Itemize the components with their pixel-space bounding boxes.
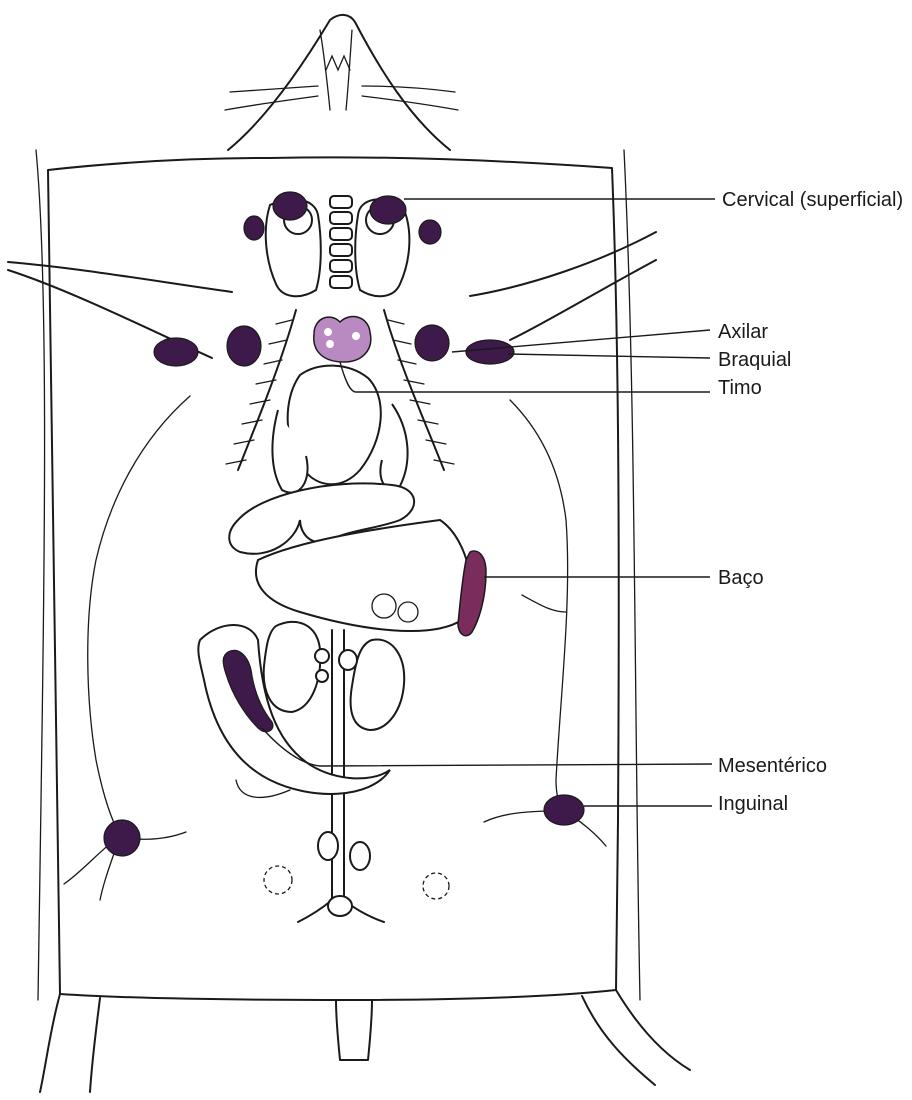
axillary-node-left-outer [154, 338, 198, 366]
cervical-node-right-outer [419, 220, 441, 244]
thymus [314, 317, 371, 362]
label-baco: Baço [718, 567, 764, 589]
labels: Cervical (superficial) Axilar Braquial T… [718, 189, 903, 815]
axillary-node-right [415, 325, 449, 361]
label-timo: Timo [718, 377, 762, 399]
cervical-node-left-outer [244, 216, 264, 240]
label-cervical: Cervical (superficial) [722, 189, 903, 211]
cervical-node-left [273, 192, 307, 220]
label-braquial: Braquial [718, 349, 791, 371]
label-axilar: Axilar [718, 321, 768, 343]
label-mesenterico: Mesentérico [718, 755, 827, 777]
inguinal-node-right [544, 795, 584, 825]
label-inguinal: Inguinal [718, 793, 788, 815]
brachial-node-right [466, 340, 514, 364]
axillary-node-left [227, 326, 261, 366]
inguinal-node-left [104, 820, 140, 856]
cervical-node-right [370, 196, 406, 224]
